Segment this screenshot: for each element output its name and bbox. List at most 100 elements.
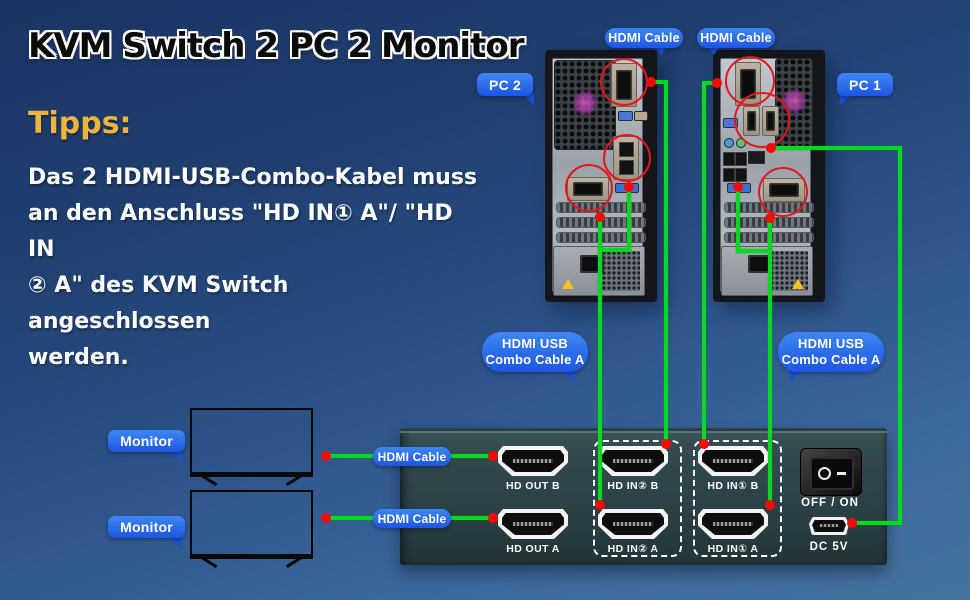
connection-dot	[646, 77, 656, 87]
monitor-foot	[285, 554, 305, 569]
hdmi-port-hd-in2-b	[598, 446, 668, 476]
ethernet-port	[748, 151, 765, 164]
port-label-in1-a: HD IN① A	[707, 543, 759, 555]
hdmi-port-hd-out-a	[498, 509, 568, 539]
vga-port	[618, 111, 633, 121]
connection-dot	[847, 518, 857, 528]
tips-line-2: an den Anschluss "HD IN① A"/ "HD IN	[28, 201, 453, 262]
usb-port	[723, 168, 735, 182]
monitor-foot	[198, 554, 218, 569]
power-switch-label: OFF / ON	[801, 497, 859, 509]
connection-dot	[488, 513, 498, 523]
label-hdmi-cable-pc2: HDMI Cable	[605, 28, 683, 48]
page-title: KVM Switch 2 PC 2 Monitor	[28, 26, 524, 66]
serial-port	[634, 111, 648, 121]
label-tail	[655, 46, 667, 55]
cable-pc2-hdmi-segment	[664, 80, 668, 446]
monitor-1	[190, 408, 313, 487]
connection-dot	[765, 213, 775, 223]
psu-vent	[602, 251, 640, 291]
power-switch[interactable]	[800, 448, 862, 496]
fan-hub	[572, 90, 598, 117]
highlight-circle-usb	[603, 134, 651, 182]
label-tail	[708, 46, 720, 55]
psu-vent	[770, 251, 808, 291]
usb-port	[735, 152, 747, 166]
port-label-out-a: HD OUT A	[506, 543, 560, 555]
label-hdmi-cable-monitor1: HDMI Cable	[373, 447, 451, 466]
usb-port	[735, 168, 747, 182]
power-inlet	[748, 255, 772, 273]
tips-heading: Tipps:	[28, 106, 132, 141]
input2-group-outline	[593, 440, 682, 557]
audio-jack-in	[724, 138, 734, 148]
connection-dot	[733, 182, 743, 192]
label-hdmi-cable-monitor2: HDMI Cable	[373, 509, 451, 528]
highlight-circle-hdmi	[600, 58, 648, 106]
connection-dot	[712, 78, 722, 88]
tips-paragraph: Das 2 HDMI-USB-Combo-Kabel muss an den A…	[28, 160, 478, 376]
warning-triangle-icon	[562, 279, 574, 289]
cable-pc1-combo-segment	[736, 249, 772, 253]
usb-port	[723, 152, 735, 166]
kvm-switch: HD OUT B HD IN② B HD IN① B HD OUT A HD I…	[400, 428, 887, 565]
cable-pc1-combo-segment	[768, 216, 772, 253]
cable-pc2-combo-segment	[627, 185, 631, 252]
hdmi-port-hd-in1-b	[698, 446, 768, 476]
cable-power-segment	[771, 146, 902, 150]
cable-power-segment	[898, 146, 902, 525]
connection-dot	[595, 212, 605, 222]
hdmi-port-hd-in1-a	[698, 509, 768, 539]
label-combo-cable-right: HDMI USB Combo Cable A	[778, 332, 884, 372]
connection-dot	[661, 439, 671, 449]
connection-dot	[321, 451, 331, 461]
power-switch-rocker[interactable]	[810, 457, 854, 490]
port-label-in1-b: HD IN① B	[707, 480, 759, 492]
label-monitor-1: Monitor	[108, 430, 185, 452]
tips-line-3: ② A" des KVM Switch angeschlossen	[28, 273, 289, 334]
port-label-out-b: HD OUT B	[506, 480, 560, 492]
label-hdmi-cable-pc1: HDMI Cable	[697, 28, 775, 48]
cable-pc2-combo-segment	[598, 248, 602, 507]
label-tail	[522, 94, 534, 105]
label-combo-cable-left: HDMI USB Combo Cable A	[482, 332, 588, 372]
dc-power-port	[809, 517, 849, 535]
connection-dot	[699, 439, 709, 449]
highlight-circle-hdmi-lower	[565, 164, 613, 212]
connection-dot	[595, 500, 605, 510]
pc1-psu	[721, 246, 813, 296]
label-pc1: PC 1	[837, 73, 893, 96]
label-monitor-2: Monitor	[108, 516, 185, 538]
cable-power-segment	[852, 521, 902, 525]
tips-line-1: Das 2 HDMI-USB-Combo-Kabel muss	[28, 165, 478, 190]
combo-label-line1: HDMI USB	[798, 336, 864, 351]
cable-pc1-combo-segment	[768, 249, 772, 507]
combo-label-line2: Combo Cable A	[781, 352, 881, 367]
hdmi-port-hd-in2-a	[598, 509, 668, 539]
dc-port-label: DC 5V	[809, 541, 849, 553]
connection-dot	[488, 451, 498, 461]
combo-label-line2: Combo Cable A	[485, 352, 585, 367]
warning-triangle-icon	[792, 279, 804, 289]
monitor-foot	[285, 472, 305, 487]
cable-pc2-hdmi-segment	[651, 80, 668, 84]
cable-pc2-combo-segment	[598, 248, 631, 252]
cable-pc1-hdmi-segment	[702, 81, 719, 85]
monitor-2	[190, 490, 313, 569]
tips-line-4: werden.	[28, 345, 129, 370]
label-tail	[840, 94, 852, 105]
connection-dot	[321, 513, 331, 523]
power-off-icon	[818, 467, 831, 480]
connection-dot	[766, 143, 776, 153]
connection-dot	[765, 500, 775, 510]
combo-label-line1: HDMI USB	[502, 336, 568, 351]
cable-pc1-hdmi-segment	[702, 81, 706, 446]
power-on-icon	[837, 472, 846, 475]
cable-pc1-combo-segment	[736, 185, 740, 253]
cable-pc2-combo-segment	[598, 215, 602, 252]
input1-group-outline	[693, 440, 782, 557]
highlight-circle-dp	[734, 92, 790, 148]
port-label-in2-a: HD IN② A	[607, 543, 659, 555]
highlight-circle-hdmi-lower	[758, 167, 808, 217]
